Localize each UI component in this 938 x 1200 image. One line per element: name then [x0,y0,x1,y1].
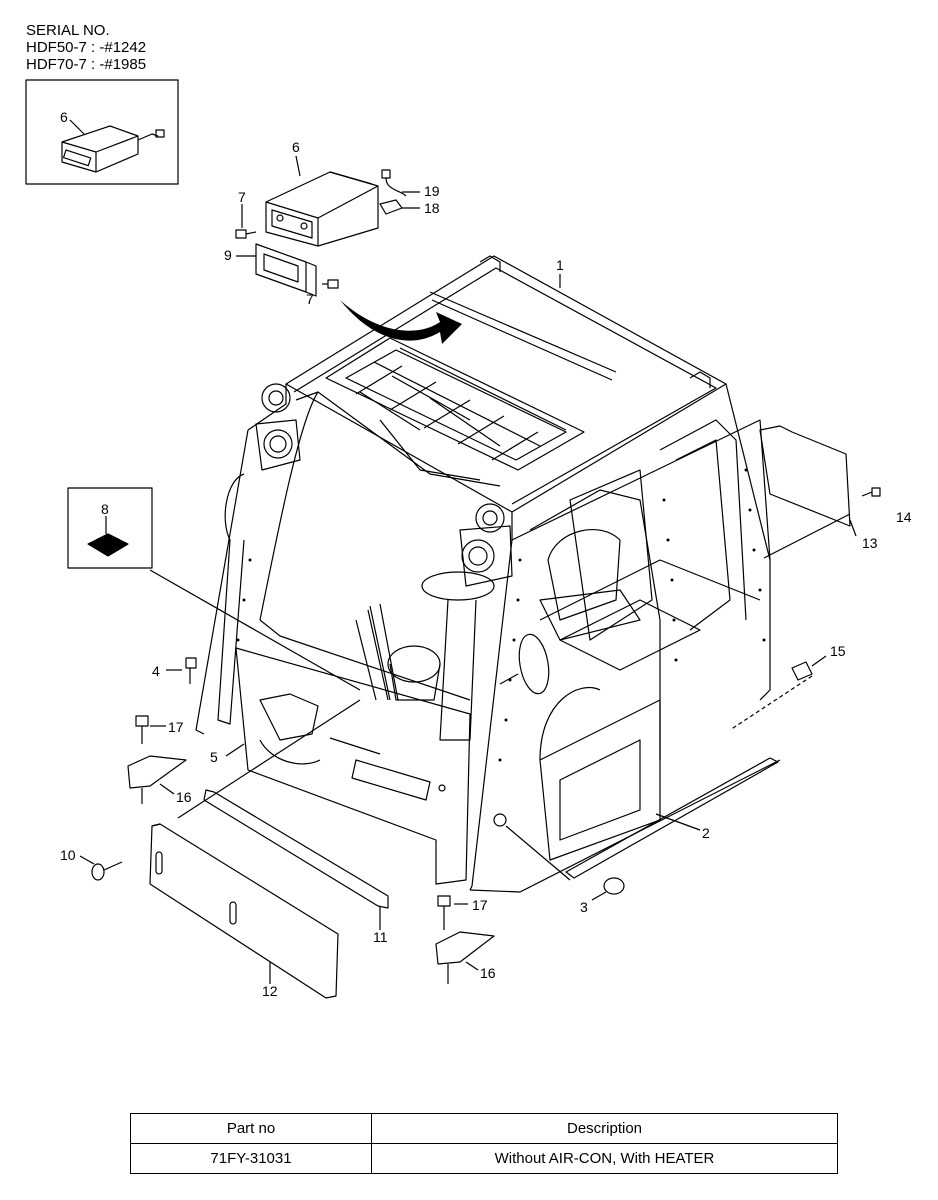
radio-part [265,171,379,247]
callout-18: 18 [424,200,440,216]
parts-table: Part no Description 71FY-31031 Without A… [130,1113,838,1174]
bracket-16-upper [127,755,187,804]
bolt-17-upper [135,715,149,744]
cab-body [195,383,781,893]
install-arrow [340,300,462,344]
rocker-switch-icon [87,533,129,557]
callout-12: 12 [262,983,278,999]
fan-center [459,503,513,587]
table-row: 71FY-31031 Without AIR-CON, With HEATER [130,1143,838,1174]
callout-5: 5 [210,749,218,765]
callout-7-upper: 7 [238,189,246,205]
grab-handle [217,473,245,725]
callout-2: 2 [702,825,710,841]
serial-line-hdf50: HDF50-7 : -#1242 [26,39,147,56]
callout-6: 6 [292,139,300,155]
fan-left [255,383,301,471]
mirror-right [518,633,550,695]
rear-panel-13 [759,425,851,527]
callout-labels: 1 2 3 4 5 6 6 7 7 8 9 10 11 12 13 14 15 … [60,109,912,999]
cell-description: Without AIR-CON, With HEATER [371,1143,838,1174]
callout-3: 3 [580,899,588,915]
callout-1: 1 [556,257,564,273]
operator-seat [539,529,641,641]
callout-17-lower: 17 [472,897,488,913]
bolt-17-lower [437,895,451,930]
roof-frame [325,337,585,471]
callout-4: 4 [152,663,160,679]
header-part-no: Part no [130,1113,372,1144]
cab-roof [285,255,727,513]
callout-19: 19 [424,183,440,199]
radio-inset-icon [61,125,165,173]
cover-panel-12 [149,823,339,999]
bolt-7-upper [235,229,257,239]
table-header-row: Part no Description [130,1113,838,1144]
callout-10: 10 [60,847,76,863]
bolt-4 [185,657,197,684]
callout-9: 9 [224,247,232,263]
serial-line-hdf70: HDF70-7 : -#1985 [26,56,147,73]
dashboard-panel [235,647,471,885]
serial-heading: SERIAL NO. [26,22,110,39]
seal-strip-2 [565,757,779,879]
pillar-rivets [236,468,766,762]
callout-16-lower: 16 [480,965,496,981]
callout-7-lower: 7 [306,291,314,307]
switch-15 [791,661,813,681]
callout-15: 15 [830,643,846,659]
header-description: Description [371,1113,838,1144]
callout-11: 11 [373,929,388,945]
callout-14: 14 [896,509,912,525]
callout-6-inset: 6 [60,109,68,125]
bracket-16-lower [435,931,495,984]
callout-13: 13 [862,535,878,551]
bolt-10 [91,861,123,881]
inset-box-switch [67,487,153,569]
callout-8: 8 [101,501,109,517]
plug-3 [603,877,625,895]
bolt-14 [861,487,881,497]
serial-number-block: SERIAL NO. HDF50-7 : -#1242 HDF70-7 : -#… [26,22,146,73]
callout-17-upper: 17 [168,719,184,735]
cell-part-no: 71FY-31031 [130,1143,372,1174]
bracket-9 [255,243,317,297]
bolt-7-lower [322,279,339,289]
strip-11 [203,789,389,909]
steering-column [355,571,495,741]
inset-box-radio [25,79,179,185]
callout-16-upper: 16 [176,789,192,805]
